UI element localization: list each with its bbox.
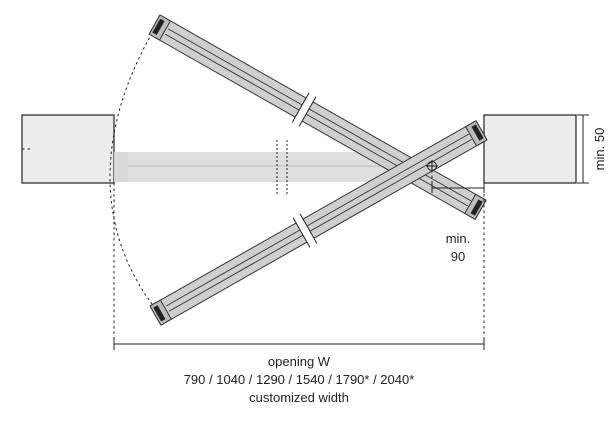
min-offset-value: 90: [451, 249, 465, 264]
swing-arc: [109, 27, 156, 309]
opening-label: opening W: [268, 354, 331, 369]
right-wall: [483, 114, 577, 184]
opening-width-dimension: [113, 183, 485, 350]
opening-sizes: 790 / 1040 / 1290 / 1540 / 1790* / 2040*: [184, 372, 415, 387]
min-offset-dimension: [431, 170, 485, 193]
lower-leaf: [149, 120, 488, 326]
upper-leaf: [148, 14, 487, 221]
min-depth-label: min. 50: [592, 128, 607, 171]
left-wall: [21, 114, 115, 184]
closed-leaf-ghost: [114, 140, 394, 194]
min-offset-label: min.: [446, 231, 471, 246]
min-depth-dimension: [577, 114, 589, 184]
custom-width-note: customized width: [249, 390, 349, 405]
